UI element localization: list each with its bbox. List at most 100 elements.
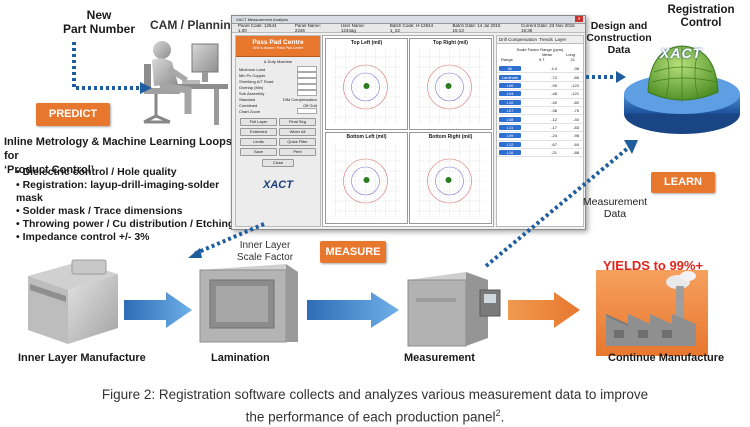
layer-row[interactable]: L08-12-40 (497, 115, 583, 124)
batch-code: Batch Code: H-12544 1_22 (389, 23, 434, 33)
inner-layer-manufacture-label: Inner Layer Manufacture (18, 352, 146, 364)
layer-chip[interactable]: L11 (499, 124, 521, 130)
measurement-machine-icon (407, 272, 501, 347)
layer-chip[interactable]: L04 (499, 91, 521, 97)
layer-row[interactable]: L12-67-84 (497, 141, 583, 149)
figure-caption: Figure 2: Registration software collects… (10, 386, 740, 427)
current-date: Current Date: 23 Nov 2015 15:36 (520, 23, 575, 33)
save-button[interactable]: Save (240, 148, 277, 156)
measurement-data-label: Measurement Data (582, 196, 648, 220)
factory-icon (596, 270, 708, 356)
layer-row[interactable]: L09-24-98 (497, 132, 583, 141)
layer-mean: -21 (551, 150, 557, 156)
layer-long: -88 (573, 150, 579, 156)
radio-combined[interactable]: Combined (239, 102, 258, 108)
window-titlebar: XACT Measurement Analysis ✕ (232, 16, 585, 24)
caption-superscript: 2 (495, 408, 501, 418)
person-at-computer-icon (143, 41, 228, 125)
layer-mean: 4.4 (551, 66, 557, 72)
wider-all-button[interactable]: Wider All (279, 128, 316, 136)
learn-button: LEARN (651, 172, 715, 193)
layer-row[interactable]: L07-38-75 (497, 107, 583, 116)
chart-zoom-select[interactable] (297, 108, 317, 114)
caption-line-2: the performance of each production panel… (245, 408, 505, 425)
layer-row[interactable]: L11 -17 -83 (497, 124, 583, 133)
plot-point-cluster (445, 177, 452, 183)
layer-chip[interactable]: L12 (499, 141, 521, 147)
software-window: XACT Measurement Analysis ✕ Panel Code: … (231, 15, 586, 230)
field-input[interactable] (297, 78, 317, 84)
process-arrow-3 (508, 292, 580, 328)
layer-chip[interactable]: L07 (499, 108, 521, 114)
close-button[interactable]: Close (262, 159, 294, 167)
layer-long: -121 (570, 91, 579, 97)
predict-button: PREDICT (36, 103, 110, 126)
plot-target-ring (351, 166, 380, 196)
layer-mean: -17 (551, 124, 557, 130)
radio-row: Standard DIM Compensation (236, 96, 320, 102)
layer-chip[interactable]: L09 (499, 133, 521, 139)
layer-long: -83 (573, 124, 579, 130)
plot-graphics (333, 48, 485, 218)
plot-target-ring (435, 72, 464, 102)
layer-row[interactable]: L04-48-121 (497, 90, 583, 99)
plot-area: Top Left (mil) Top Right (mil) Bottom Le… (322, 35, 494, 227)
layer-long: -122 (570, 82, 579, 88)
limits-button[interactable]: Limits (240, 138, 277, 146)
field-input[interactable] (297, 66, 317, 72)
pass-pad-banner: Pass Pad Centre Grid is shown / Pass Pad… (236, 36, 320, 57)
quick-filter-button[interactable]: Quick Filter (279, 138, 316, 146)
inner-layer-scale-factor-label: Inner Layer Scale Factor (236, 240, 294, 263)
layer-chip[interactable]: L08 (499, 116, 521, 122)
plot-target-ring (427, 158, 472, 204)
plot-target-ring (351, 72, 380, 102)
radio-off-grid[interactable]: Off Grid (303, 102, 317, 108)
field-row: Sub Assembly (236, 90, 320, 96)
layer-row[interactable]: L16 -21 -88 (497, 149, 583, 158)
layer-mean: -38 (551, 108, 557, 114)
layer-mean: -24 (551, 133, 557, 139)
caption-line-1: Figure 2: Registration software collects… (101, 387, 649, 402)
field-input[interactable] (297, 84, 317, 90)
registration-disc-icon (624, 45, 740, 134)
inner-layer-machine-icon (28, 259, 118, 344)
radio-standard[interactable]: Standard (239, 96, 256, 102)
layer-row[interactable]: L06-90-122 (497, 82, 583, 91)
window-close-icon[interactable]: ✕ (575, 16, 583, 22)
layer-row[interactable]: L10-40-80 (497, 99, 583, 107)
range-long: 21 (570, 57, 575, 62)
layer-chip[interactable]: L10 (499, 99, 521, 105)
tab-layer[interactable]: Layer (554, 37, 567, 42)
cam-planning-label: CAM / Planning (150, 18, 238, 32)
field-input[interactable] (297, 90, 317, 96)
layer-chip[interactable]: All (499, 66, 521, 72)
final-seg-button[interactable]: Final Seg (279, 118, 316, 126)
radio-dim[interactable]: DIM Compensation (282, 96, 317, 102)
print-button[interactable]: Print (279, 148, 316, 156)
batch-date: Batch Date: 14 Jul 2015 15:13 (452, 23, 501, 33)
layer-chip[interactable]: Laminate (499, 74, 521, 80)
layer-long: -86 (573, 74, 579, 80)
layer-mean: -72 (551, 74, 557, 80)
field-input[interactable] (297, 72, 317, 78)
layer-row[interactable]: Laminate -72 -86 (497, 73, 583, 82)
tab-trends[interactable]: Trends (539, 37, 553, 42)
extended-button[interactable]: Extended (240, 128, 277, 136)
xact-disc-logo: XACT (660, 45, 703, 61)
flow-arrow-software-to-registration (586, 71, 626, 83)
panel-code: Panel Code: 12544 1.00 (238, 23, 277, 33)
layer-chip[interactable]: L06 (499, 82, 521, 88)
layer-long: -84 (573, 141, 579, 147)
plot-point-cluster (363, 177, 370, 183)
bullet-item: Solder mask / Trace dimensions (16, 205, 246, 218)
scale-range-header: Scale Factor Range (ppm) (516, 47, 564, 52)
process-arrow-2 (307, 292, 399, 328)
field-row: Overlap (Min) (236, 84, 320, 90)
layer-chip[interactable]: L16 (499, 150, 521, 156)
full-layer-button[interactable]: Full Layer (240, 118, 277, 126)
field-row: Shrinking A/T Road (236, 78, 320, 84)
tab-drill-comp[interactable]: Drill Compensation (499, 37, 538, 42)
new-part-number-label: New Part Number (62, 8, 136, 36)
